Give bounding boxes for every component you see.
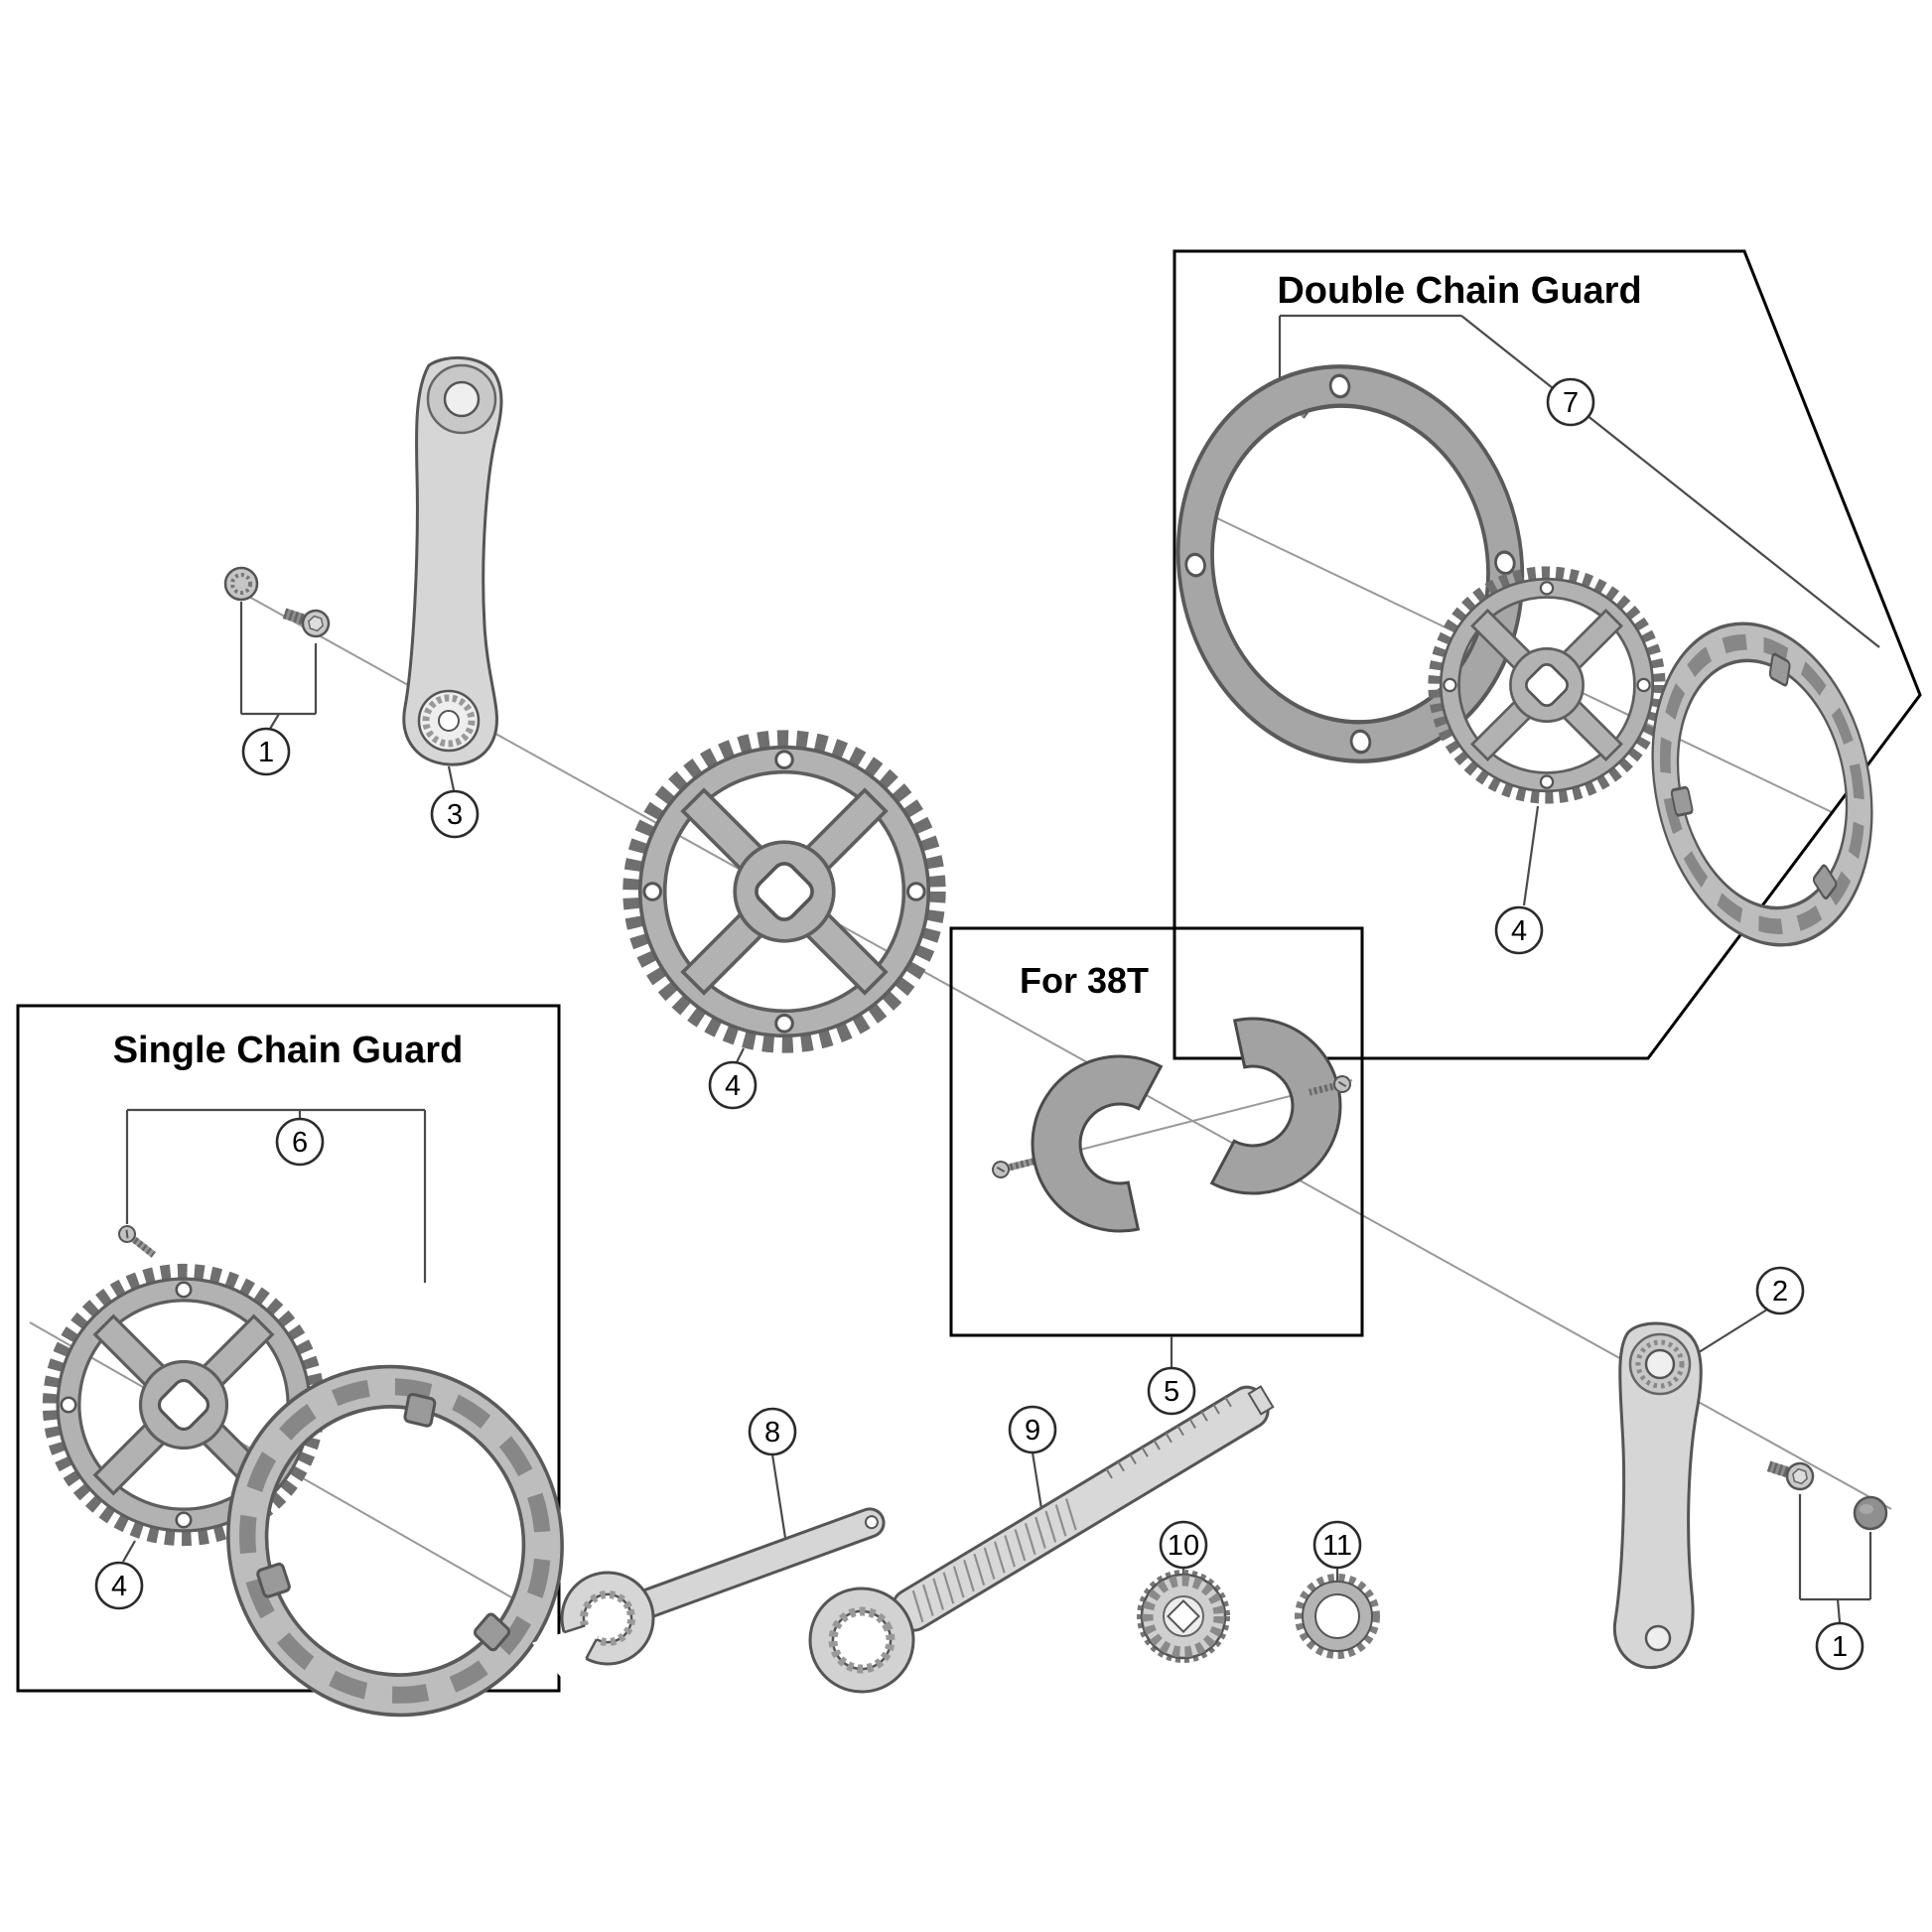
callout-number: 7 xyxy=(1563,387,1579,419)
bracket-part6 xyxy=(125,1108,427,1283)
callout-1-left: 1 xyxy=(241,727,291,776)
callout-circle xyxy=(1008,1405,1057,1454)
callout-number: 9 xyxy=(1025,1415,1040,1447)
callout-5: 5 xyxy=(1147,1366,1196,1416)
callout-number: 5 xyxy=(1164,1376,1179,1408)
leader-part9 xyxy=(1031,1451,1044,1516)
callout-7: 7 xyxy=(1546,377,1595,427)
leader-part3 xyxy=(447,765,456,791)
part-guard-plate-single xyxy=(183,1323,607,1759)
callout-9: 9 xyxy=(1008,1405,1057,1454)
callout-8: 8 xyxy=(748,1407,797,1456)
leader-part4-double xyxy=(1522,805,1540,906)
callout-number: 3 xyxy=(447,799,463,831)
leader-lines xyxy=(122,314,1880,1623)
leader-part8 xyxy=(770,1453,787,1539)
callout-circle xyxy=(748,1407,797,1456)
bracket-part1-right xyxy=(1798,1494,1872,1623)
callout-number: 4 xyxy=(111,1571,127,1602)
single-chain-guard-border xyxy=(16,1004,561,1693)
part-shell-screw-left xyxy=(991,1154,1035,1179)
callout-circle xyxy=(430,789,480,839)
callout-circle xyxy=(275,1117,325,1167)
axis-main-line xyxy=(237,590,1892,1510)
callout-number: 1 xyxy=(1832,1631,1848,1663)
callout-circle xyxy=(1815,1621,1864,1671)
part-guard-plate-inner xyxy=(1624,603,1900,965)
leader-part4-main xyxy=(736,1047,745,1063)
callout-4-main: 4 xyxy=(708,1060,758,1110)
callout-number: 8 xyxy=(764,1417,780,1449)
part-guard-shell-left xyxy=(1020,1043,1164,1236)
callout-10: 10 xyxy=(1159,1520,1208,1570)
callout-circle xyxy=(1159,1520,1208,1570)
callout-2: 2 xyxy=(1755,1266,1805,1315)
double-chain-guard-border xyxy=(1173,249,1922,1060)
callout-circle xyxy=(94,1561,144,1610)
callout-circle xyxy=(708,1060,758,1110)
leader-part4-single xyxy=(122,1540,136,1563)
callout-11: 11 xyxy=(1312,1520,1362,1570)
callout-circle xyxy=(1546,377,1595,427)
leader-part2 xyxy=(1695,1309,1768,1355)
callout-6: 6 xyxy=(275,1117,325,1167)
box-single-chain-guard: Single Chain Guard xyxy=(16,1004,561,1693)
callout-circle xyxy=(1494,905,1544,955)
callout-1-right: 1 xyxy=(1815,1621,1864,1671)
part-guard-screw-single xyxy=(116,1223,159,1261)
box-for-38t: For 38T xyxy=(949,926,1364,1337)
callout-number: 11 xyxy=(1322,1530,1352,1562)
part-chainring-single xyxy=(52,1273,317,1538)
callout-circle xyxy=(1312,1520,1362,1570)
callout-number: 10 xyxy=(1168,1530,1199,1562)
callout-4-single: 4 xyxy=(94,1561,144,1610)
bracket-part1-left xyxy=(239,602,318,730)
callout-number: 6 xyxy=(292,1127,308,1159)
double-chain-guard-label: Double Chain Guard xyxy=(1277,270,1641,312)
bracket-part7 xyxy=(1278,314,1880,648)
callout-circle xyxy=(1147,1366,1196,1416)
part-crank-bolt-left xyxy=(281,601,333,639)
part-right-crank-arm xyxy=(1612,1321,1703,1670)
callout-number: 4 xyxy=(1511,915,1527,947)
part-chainring-main xyxy=(632,740,935,1042)
for-38t-label: For 38T xyxy=(1020,960,1149,1001)
part-dust-cap-right xyxy=(1853,1495,1888,1531)
part-preload-cap-left xyxy=(223,566,259,602)
for-38t-border xyxy=(949,926,1364,1337)
callout-number: 2 xyxy=(1772,1276,1788,1308)
callout-3: 3 xyxy=(430,789,480,839)
callout-number: 4 xyxy=(725,1070,741,1102)
callout-4-double: 4 xyxy=(1494,905,1544,955)
callout-circle xyxy=(241,727,291,776)
part-bb-installation-tool xyxy=(808,1385,1275,1694)
box-double-chain-guard: Double Chain Guard xyxy=(1173,249,1922,1060)
part-left-crank-arm xyxy=(402,355,503,766)
callout-circle xyxy=(1755,1266,1805,1315)
part-crank-cap-tool xyxy=(1137,1570,1230,1663)
callout-number: 1 xyxy=(258,737,274,768)
part-bb-wrench xyxy=(531,1507,886,1689)
part-crank-bolt-right xyxy=(1765,1453,1817,1492)
single-chain-guard-label: Single Chain Guard xyxy=(113,1030,464,1071)
part-bb-adapter-ring xyxy=(1295,1574,1380,1659)
